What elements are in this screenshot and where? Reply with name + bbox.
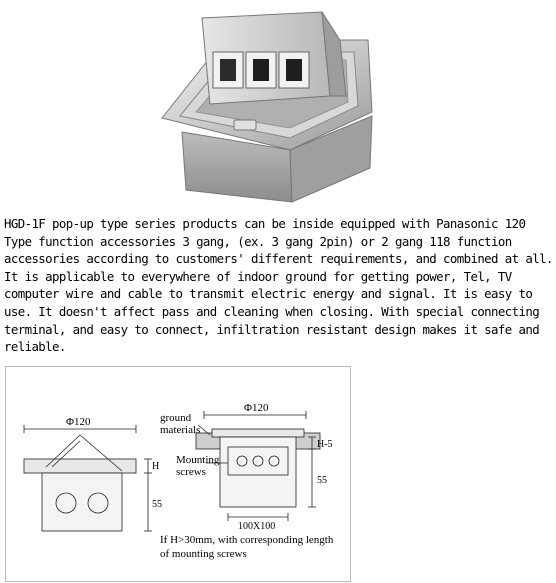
right-diameter-label: Φ120 xyxy=(244,402,269,414)
ground-label-line1: ground xyxy=(160,412,192,424)
dimension-drawing: Φ120 H 55 Φ120 H-5 55 100X100 ground mat… xyxy=(23,402,334,560)
note-line1: If H>30mm, with corresponding length xyxy=(160,534,334,546)
mounting-label-line2: screws xyxy=(176,466,206,478)
ground-label-line2: materials xyxy=(160,424,200,436)
product-photo xyxy=(140,0,410,205)
base-dimension-label: 100X100 xyxy=(238,521,275,532)
left-diameter-label: Φ120 xyxy=(66,416,91,428)
right-height-top-label: H-5 xyxy=(317,439,333,450)
left-view xyxy=(23,425,152,532)
left-height-top-label: H xyxy=(152,461,159,472)
mounting-label-line1: Mounting xyxy=(176,454,220,466)
floor-box-illustration xyxy=(161,11,373,203)
technical-drawing: Φ120 H 55 Φ120 H-5 55 100X100 ground mat… xyxy=(5,366,351,582)
right-height-bottom-label: 55 xyxy=(317,475,327,486)
note-line2: of mounting screws xyxy=(160,548,247,560)
left-height-bottom-label: 55 xyxy=(152,499,162,510)
product-description: HGD-1F pop-up type series products can b… xyxy=(4,216,553,355)
right-view xyxy=(195,411,321,521)
